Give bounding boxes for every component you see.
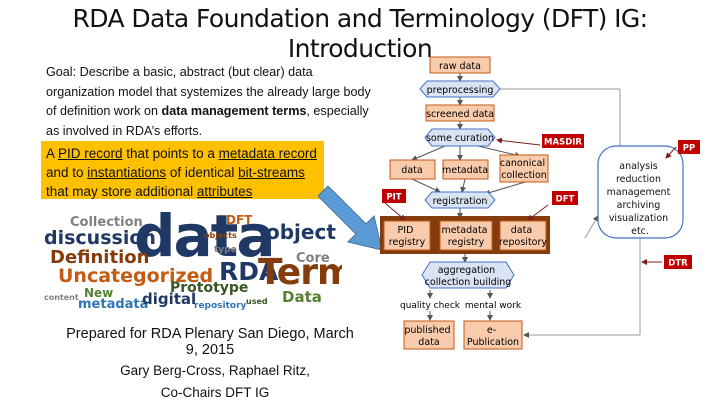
node-preprocessing: preprocessing [427, 85, 494, 96]
callout-text: and to [46, 165, 88, 180]
prepared-line-2: 9, 2015 [185, 342, 235, 358]
node-data-repo: data [511, 225, 532, 236]
label-mental-work: mental work [465, 301, 522, 311]
node-collection: collection [501, 170, 547, 181]
node-published-data: data [418, 337, 439, 348]
node-e-publication: Publication [467, 337, 519, 348]
node-published: published [404, 325, 450, 336]
svg-text:aggregation collection bui: aggregation collection building [425, 265, 512, 288]
svg-text:repository: repository [194, 301, 247, 311]
bitstreams-link[interactable]: bit-streams [238, 165, 305, 180]
pointer-arrow [318, 186, 383, 251]
goal-text: Goal: Describe a basic, abstract (but cl… [46, 65, 371, 118]
instantiations-link[interactable]: instantiations [87, 165, 167, 180]
tag-dtr: DTR [668, 259, 688, 269]
svg-text:canonical collection: canonical collection [500, 158, 548, 181]
node-aggregation: aggregation [438, 265, 495, 276]
prepared-for: Prepared for RDA Plenary San Diego, Marc… [40, 326, 380, 358]
svg-text:data repository: data repository [499, 225, 547, 248]
svg-text:DFT: DFT [226, 213, 253, 227]
svg-text:object: object [266, 220, 336, 244]
tag-pp: PP [683, 144, 695, 154]
analysis-line: archiving [617, 200, 661, 211]
node-data-repository: repository [499, 237, 547, 248]
title-line-2: Introduction [287, 34, 433, 63]
svg-text:Term: Term [258, 252, 342, 293]
svg-text:data: data [134, 202, 274, 270]
node-metadata-reg: metadata [441, 225, 487, 236]
svg-text:metadata: metadata [78, 297, 148, 312]
svg-text:Definition: Definition [50, 247, 149, 268]
goal-text-end: , especially as involved in RDA’s effort… [46, 104, 369, 138]
goal-paragraph: Goal: Describe a basic, abstract (but cl… [46, 63, 376, 141]
svg-text:Uncategorized: Uncategorized [58, 265, 213, 287]
svg-text:RDA: RDA [219, 257, 279, 286]
svg-text:published data: published data [404, 325, 453, 348]
authors: Gary Berg-Cross, Raphael Ritz, Co-Chairs… [60, 360, 370, 404]
callout-text: that may store additional [46, 184, 197, 199]
svg-text:Data: Data [282, 288, 322, 306]
callout-text: of identical [166, 165, 239, 180]
analysis-line: management [607, 187, 671, 198]
authors-line-1: Gary Berg-Cross, Raphael Ritz, [120, 363, 310, 378]
pid-record-link[interactable]: PID record [58, 146, 123, 161]
callout-text: that points to a [122, 146, 219, 161]
attributes-link[interactable]: attributes [196, 184, 253, 199]
node-registration: registration [433, 196, 488, 207]
analysis-line: etc. [631, 226, 649, 237]
callout-text: A [46, 146, 59, 161]
svg-text:analysis reduction man: analysis reduction management archiving … [607, 161, 674, 237]
svg-text:Collection: Collection [70, 215, 143, 230]
node-raw-data: raw data [439, 61, 481, 72]
title-line-1: RDA Data Foundation and Terminology (DFT… [72, 4, 649, 33]
goal-bold: data management terms [161, 104, 307, 118]
svg-text:content: content [44, 293, 79, 302]
analysis-line: visualization [609, 213, 668, 224]
metadata-record-link[interactable]: metadata record [218, 146, 317, 161]
svg-text:New: New [84, 286, 113, 300]
node-metadata-registry: registry [448, 237, 485, 248]
prepared-line-1: Prepared for RDA Plenary San Diego, Marc… [66, 326, 354, 342]
node-metadata: metadata [442, 165, 488, 176]
tag-pit: PIT [386, 193, 401, 203]
word-cloud-image: Collection discussion data Definition Un… [44, 202, 342, 312]
node-some-curation: some curation [426, 133, 494, 144]
svg-text:Prototype: Prototype [170, 280, 248, 296]
node-pid: PID [398, 225, 414, 236]
page-title: RDA Data Foundation and Terminology (DFT… [0, 4, 720, 64]
node-canonical: canonical [500, 158, 545, 169]
svg-text:PID registry: PID registry [389, 225, 426, 248]
svg-text:used: used [246, 297, 268, 306]
node-data: data [401, 165, 422, 176]
svg-text:metadata registry: metadata registry [441, 225, 490, 248]
node-pid-registry: registry [389, 237, 426, 248]
analysis-line: reduction [616, 174, 661, 185]
svg-text:type: type [214, 245, 237, 255]
authors-line-2: Co-Chairs DFT IG [160, 385, 270, 400]
svg-text:discussion: discussion [44, 227, 156, 249]
tag-dft: DFT [556, 195, 575, 205]
node-screened-data: screened data [426, 109, 494, 120]
tag-masdir: MASDIR [544, 138, 582, 148]
svg-text:objects: objects [204, 231, 237, 240]
label-quality-check: quality check [400, 301, 461, 311]
analysis-line: analysis [619, 161, 658, 172]
data-flow-diagram: analysis reduction management archiving … [380, 56, 700, 350]
svg-text:Core: Core [296, 251, 330, 266]
pid-callout: A PID record that points to a metadata r… [41, 141, 324, 199]
svg-text:digital: digital [142, 290, 196, 308]
node-e: e- [487, 325, 496, 336]
node-collection-building: collection building [425, 277, 512, 288]
svg-text:e- Publication: e- Publication [467, 325, 519, 348]
